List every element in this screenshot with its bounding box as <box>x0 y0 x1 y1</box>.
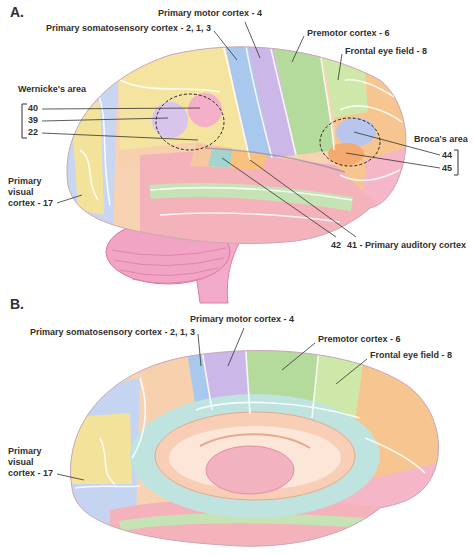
cortex-regions <box>365 438 425 473</box>
cortex-regions <box>188 93 222 127</box>
cortex-regions <box>340 106 402 122</box>
area-label: Premotor cortex - 6 <box>307 28 390 39</box>
cortex-regions <box>152 102 188 138</box>
leader-lines <box>336 359 367 384</box>
brodmann-number: 44 <box>442 150 452 161</box>
area-label: Primary somatosensory cortex - 2, 1, 3 <box>30 327 195 338</box>
cortex-regions <box>318 30 368 118</box>
leader-lines <box>57 195 82 203</box>
cortex-regions <box>340 170 400 180</box>
cortex-regions <box>75 486 140 488</box>
panel-letter: B. <box>10 296 24 313</box>
cortex-regions <box>312 338 320 418</box>
brain-outline <box>67 47 406 244</box>
broca-outline <box>320 118 380 166</box>
cortex-regions <box>80 150 98 200</box>
area-label: Frontal eye field - 8 <box>345 46 427 57</box>
cortex-regions <box>50 328 460 555</box>
area-label: Frontal eye field - 8 <box>370 350 452 361</box>
cortex-regions <box>80 45 402 222</box>
leader-lines <box>228 328 244 366</box>
panel-letter: A. <box>10 4 24 21</box>
cerebellum-folia <box>112 248 226 256</box>
cortex-regions <box>96 88 110 205</box>
cortex-regions <box>206 446 294 494</box>
cortex-regions <box>130 394 380 518</box>
leader-lines <box>346 153 440 168</box>
cortex-regions <box>190 143 232 168</box>
leader-lines <box>245 22 260 58</box>
leader-lines <box>250 160 356 237</box>
area-label: Primary visual cortex - 17 <box>8 446 58 478</box>
area-label: Premotor cortex - 6 <box>318 334 401 345</box>
area-label: Primary motor cortex - 4 <box>158 8 262 19</box>
cortex-regions <box>196 402 360 418</box>
brodmann-number: 22 <box>28 127 38 138</box>
leader-lines <box>42 108 200 109</box>
bracket <box>454 150 458 175</box>
cortex-regions <box>150 190 352 204</box>
cerebellum-folia <box>132 278 204 283</box>
cerebellum-folia <box>114 258 224 266</box>
cortex-regions <box>150 188 352 200</box>
lateral-brain <box>22 22 458 303</box>
cortex-regions <box>336 118 376 146</box>
medial-brain <box>40 328 460 555</box>
brain-outline <box>71 350 439 546</box>
leader-lines <box>292 36 304 62</box>
brodmann-number: 40 <box>28 103 38 114</box>
cerebellum-folia <box>112 248 226 283</box>
cortex-regions <box>200 338 212 410</box>
leader-lines <box>57 474 84 480</box>
cortex-regions <box>200 434 310 448</box>
brodmann-number: 45 <box>442 163 452 174</box>
wernicke-outline <box>156 94 224 150</box>
cortex-regions <box>320 50 334 150</box>
brodmann-number: 42 <box>331 240 341 251</box>
cortex-regions <box>120 80 220 92</box>
leader-lines <box>42 133 198 140</box>
cortex-regions <box>205 148 345 172</box>
leader-lines <box>42 22 440 237</box>
cortex-regions <box>72 100 104 215</box>
leader-lines <box>338 54 342 80</box>
cortex-regions <box>245 338 250 414</box>
cerebellum-folia <box>120 268 218 276</box>
leader-lines <box>222 158 336 237</box>
cortex-regions <box>120 518 380 526</box>
cortex-regions <box>100 438 115 484</box>
area-label: Primary motor cortex - 4 <box>190 314 294 325</box>
cortex-regions <box>40 328 460 555</box>
cortex-regions <box>155 412 355 500</box>
leader-lines <box>282 343 315 370</box>
cortex-regions <box>132 378 145 458</box>
area-label: Broca's area <box>414 134 468 145</box>
cortex-regions <box>208 150 232 168</box>
area-label: Primary somatosensory cortex - 2, 1, 3 <box>46 23 211 34</box>
brodmann-number: 39 <box>28 115 38 126</box>
leader-lines <box>198 334 201 366</box>
area-label: 41 - Primary auditory cortex <box>347 240 466 251</box>
area-label: Primary visual cortex - 17 <box>8 176 58 208</box>
cortex-regions <box>62 413 132 484</box>
cortex-regions <box>224 48 250 160</box>
cortex-regions <box>40 66 118 260</box>
area-label: Wernicke's area <box>18 84 86 95</box>
cortex-regions <box>40 30 440 270</box>
cortex-regions <box>246 46 272 158</box>
cortex-regions <box>40 30 440 270</box>
leader-lines <box>214 31 237 60</box>
leader-lines <box>42 118 168 121</box>
cortex-regions <box>75 338 425 488</box>
leader-lines <box>57 328 367 480</box>
bracket <box>22 104 27 138</box>
